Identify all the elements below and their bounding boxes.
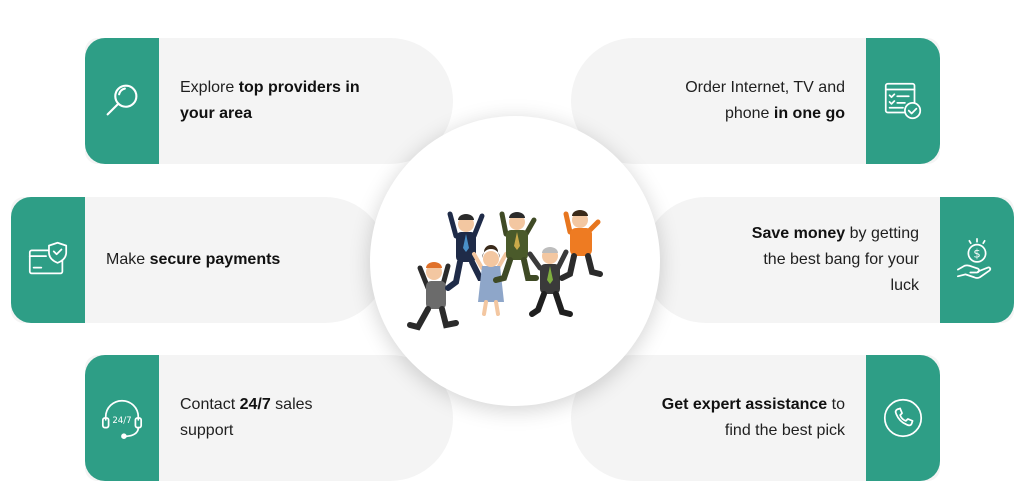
checklist-icon	[884, 82, 922, 120]
feature-card-providers: Explore top providers in your area	[85, 38, 453, 164]
headset-24-7-icon: 24/7	[101, 399, 143, 439]
magnifier-icon	[106, 84, 138, 116]
svg-text:$: $	[973, 247, 980, 261]
feature-text: Explore top providers in your area	[180, 79, 360, 122]
feature-card-order: Order Internet, TV and phone in one go	[571, 38, 940, 164]
feature-card-support: 24/7 Contact 24/7 sales support	[85, 355, 453, 481]
feature-text: Contact 24/7 sales support	[180, 396, 313, 439]
feature-icon-tile	[866, 355, 940, 481]
phone-circle-icon	[883, 398, 923, 438]
feature-text: Make secure payments	[106, 251, 281, 268]
feature-icon-tile: 24/7	[85, 355, 159, 481]
jumping-person-5	[527, 247, 573, 317]
feature-text: Get expert assistance to find the best p…	[661, 396, 845, 439]
feature-card-expert: Get expert assistance to find the best p…	[571, 355, 940, 481]
jumping-person-6	[559, 210, 603, 281]
secure-card-icon	[28, 241, 68, 275]
feature-icon-tile	[11, 197, 85, 323]
feature-icon-tile	[866, 38, 940, 164]
jumping-person-4	[493, 211, 539, 283]
jumping-person-3	[472, 245, 508, 316]
money-hand-icon: $	[956, 238, 992, 279]
jumping-person-2	[445, 211, 491, 291]
feature-icon-tile	[85, 38, 159, 164]
center-hub	[370, 116, 660, 406]
feature-card-payments: Make secure payments	[11, 197, 388, 323]
feature-text: Save money by getting the best bang for …	[751, 225, 919, 294]
jumping-person-1	[407, 262, 459, 331]
jumping-people-illustration	[407, 210, 603, 331]
feature-icon-tile: $	[940, 197, 1014, 323]
feature-card-save-money: $ Save money by getting the best bang fo…	[643, 197, 1014, 323]
feature-text: Order Internet, TV and phone in one go	[685, 79, 845, 122]
svg-text:24/7: 24/7	[112, 416, 131, 426]
